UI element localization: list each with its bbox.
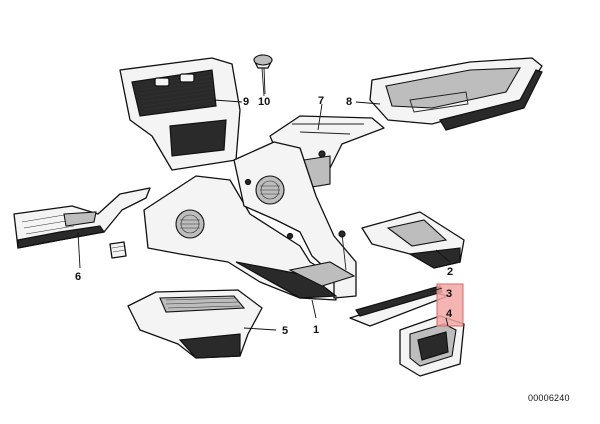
callout-8: 8 (346, 96, 352, 108)
highlight-box (436, 283, 464, 327)
callout-6: 6 (75, 271, 81, 283)
part-6-side-trim (13, 187, 151, 249)
callout-5: 5 (282, 325, 288, 337)
callout-10: 10 (258, 96, 270, 108)
callout-2: 2 (447, 266, 453, 278)
main-console-housing (143, 141, 357, 301)
callout-1: 1 (313, 324, 319, 336)
part-10-knob (253, 54, 273, 97)
callout-7: 7 (318, 95, 324, 107)
callout-9: 9 (243, 96, 249, 108)
callout-4: 4 (446, 308, 453, 320)
part-5-shift-plate (127, 289, 263, 359)
part-8-top-tray (369, 57, 543, 131)
small-clip (109, 241, 127, 259)
diagram-reference-number: 00006240 (528, 393, 570, 403)
leader-lines (77, 67, 451, 331)
part-9-center-bezel (119, 57, 241, 171)
part-2-small-tray (361, 211, 465, 269)
callout-3: 3 (446, 288, 452, 300)
part-4-ashtray-insert (399, 315, 465, 377)
